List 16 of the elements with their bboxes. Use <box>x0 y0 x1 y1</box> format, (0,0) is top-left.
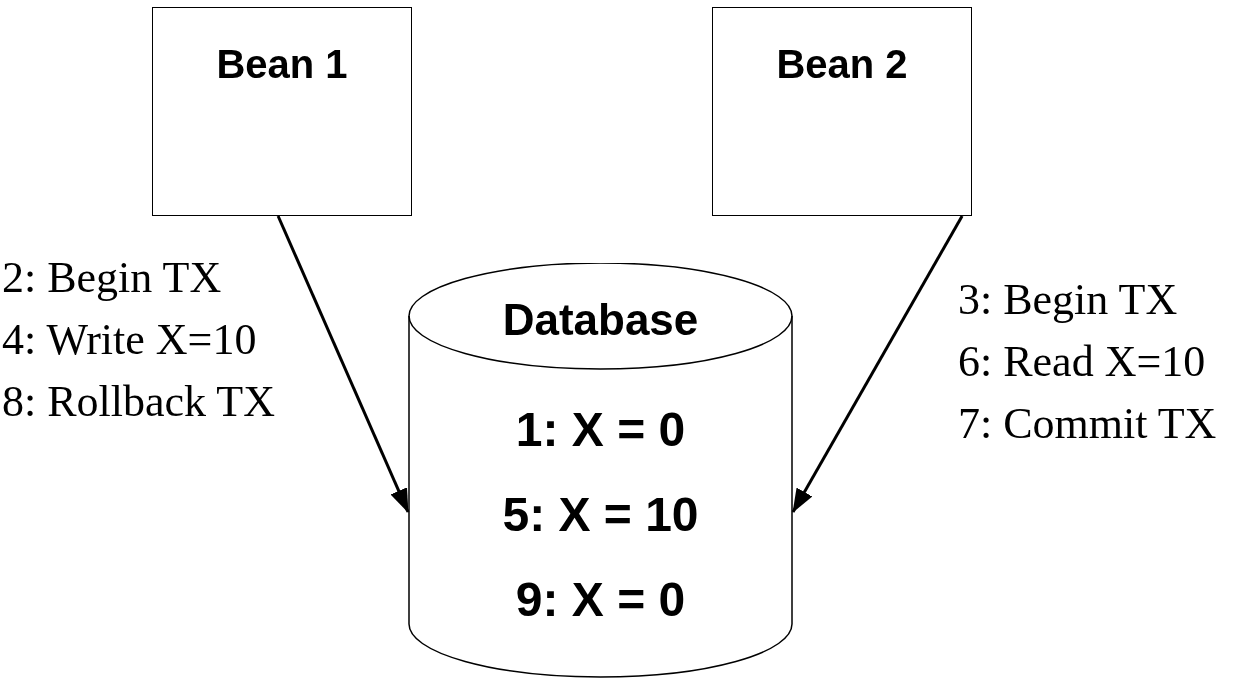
value-text: 1: X = 0 <box>515 402 686 458</box>
node-title: Database <box>502 294 699 346</box>
value-text: 9: X = 0 <box>515 572 686 628</box>
step-label: 7: Commit TX <box>958 398 1217 450</box>
step-label: 6: Read X=10 <box>958 336 1206 388</box>
node-title: Bean 2 <box>776 44 908 84</box>
process-box <box>712 7 972 216</box>
step-label: 4: Write X=10 <box>2 314 257 366</box>
arrow <box>791 215 964 513</box>
step-label: 8: Rollback TX <box>2 376 275 428</box>
process-box <box>152 7 412 216</box>
step-label: 3: Begin TX <box>958 274 1178 326</box>
value-text: 5: X = 10 <box>502 487 699 543</box>
step-label: 2: Begin TX <box>2 252 222 304</box>
node-title: Bean 1 <box>216 44 348 84</box>
arrow <box>276 215 410 513</box>
